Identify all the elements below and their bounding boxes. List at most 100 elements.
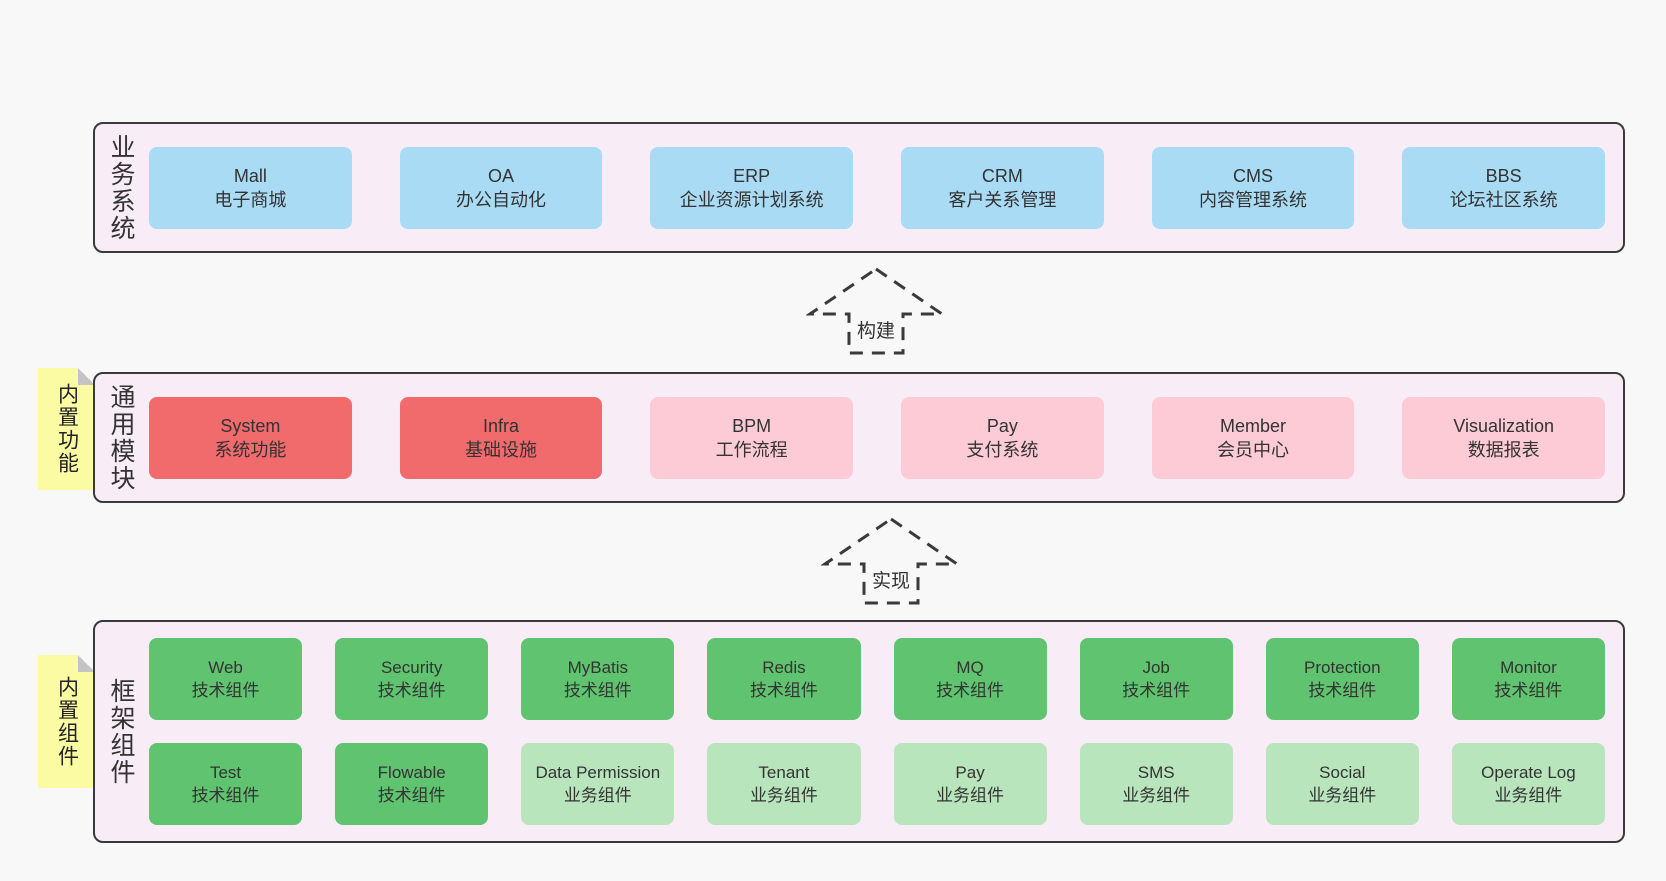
module-name: Tenant (758, 763, 810, 782)
module-subtitle: 业务组件 (1494, 786, 1563, 805)
redis-box: Redis 技术组件 (707, 638, 861, 720)
business-systems-row: Mall 电子商城 OA 办公自动化 ERP 企业资源计划系统 CRM 客户关系… (143, 124, 1623, 251)
module-subtitle: 系统功能 (214, 439, 287, 460)
sticky-note-built-in-functions: 内置功能 (38, 368, 95, 490)
module-name: Security (380, 658, 443, 677)
module-name: Test (209, 763, 242, 782)
module-name: Protection (1304, 658, 1381, 677)
module-subtitle: 论坛社区系统 (1449, 189, 1558, 210)
module-subtitle: 技术组件 (191, 786, 260, 805)
web-box: Web 技术组件 (149, 638, 303, 720)
sticky-note-built-in-components: 内置组件 (38, 655, 95, 788)
sms-box: SMS 业务组件 (1079, 743, 1233, 825)
pay-box: Pay 业务组件 (893, 743, 1047, 825)
module-subtitle: 业务组件 (1308, 786, 1377, 805)
build-arrow-label: 构建 (853, 316, 899, 343)
module-subtitle: 内容管理系统 (1199, 189, 1308, 210)
module-name: SMS (1137, 763, 1175, 782)
social-box: Social 业务组件 (1265, 743, 1419, 825)
biz-components-row: Test 技术组件 Flowable 技术组件 Data Permission … (149, 743, 1605, 825)
module-subtitle: 工作流程 (715, 439, 788, 460)
sticky-note-label: 内置功能 (55, 383, 79, 475)
module-name: Data Permission (535, 763, 661, 782)
band-framework-components: 框架组件 Web 技术组件 Security 技术组件 MyBatis 技术组件… (93, 620, 1625, 843)
module-name: ERP (733, 165, 771, 186)
common-modules-row: System 系统功能 Infra 基础设施 BPM 工作流程 Pay 支付系统… (143, 374, 1623, 501)
module-subtitle: 办公自动化 (456, 189, 546, 210)
security-box: Security 技术组件 (335, 638, 489, 720)
band-modules-label: 通用模块 (107, 383, 135, 492)
module-subtitle: 业务组件 (749, 786, 818, 805)
job-box: Job 技术组件 (1079, 638, 1233, 720)
module-name: Social (1319, 763, 1366, 782)
visualization-box: Visualization 数据报表 (1402, 396, 1606, 479)
module-subtitle: 技术组件 (191, 681, 260, 700)
module-name: BPM (732, 415, 772, 436)
protection-box: Protection 技术组件 (1265, 638, 1419, 720)
band-common-modules: 通用模块 System 系统功能 Infra 基础设施 BPM 工作流程 Pay… (93, 372, 1625, 503)
module-name: Flowable (377, 763, 446, 782)
module-name: MQ (956, 658, 984, 677)
module-subtitle: 企业资源计划系统 (679, 189, 824, 210)
bpm-box: BPM 工作流程 (650, 396, 854, 479)
module-subtitle: 技术组件 (1122, 681, 1191, 700)
module-name: OA (488, 165, 515, 186)
module-subtitle: 客户关系管理 (948, 189, 1057, 210)
band-business-label: 业务系统 (107, 133, 135, 242)
mybatis-box: MyBatis 技术组件 (521, 638, 675, 720)
module-name: MyBatis (567, 658, 629, 677)
module-name: CRM (981, 165, 1023, 186)
module-name: CMS (1233, 165, 1274, 186)
module-subtitle: 支付系统 (966, 439, 1039, 460)
module-subtitle: 技术组件 (377, 681, 446, 700)
module-subtitle: 业务组件 (936, 786, 1005, 805)
module-subtitle: 数据报表 (1467, 439, 1540, 460)
tech-components-row: Web 技术组件 Security 技术组件 MyBatis 技术组件 Redi… (149, 638, 1605, 720)
infra-box: Infra 基础设施 (399, 396, 603, 479)
pay-box: Pay 支付系统 (901, 396, 1104, 479)
module-name: Operate Log (1481, 763, 1576, 782)
operate-log-box: Operate Log 业务组件 (1451, 743, 1605, 825)
bbs-box: BBS 论坛社区系统 (1402, 146, 1606, 229)
module-name: Infra (482, 415, 520, 436)
member-box: Member 会员中心 (1151, 396, 1355, 479)
module-name: Pay (986, 415, 1018, 436)
module-name: Redis (762, 658, 806, 677)
build-arrow-icon: 构建 (806, 266, 946, 356)
erp-box: ERP 企业资源计划系统 (650, 146, 854, 229)
module-subtitle: 技术组件 (936, 681, 1005, 700)
module-name: Job (1142, 658, 1170, 677)
module-subtitle: 基础设施 (465, 439, 537, 460)
module-name: Visualization (1453, 415, 1555, 436)
oa-box: OA 办公自动化 (399, 146, 603, 229)
sticky-note-label: 内置组件 (55, 675, 79, 768)
module-name: Mall (233, 165, 267, 186)
crm-box: CRM 客户关系管理 (901, 146, 1104, 229)
test-box: Test 技术组件 (149, 743, 303, 825)
implement-arrow-icon: 实现 (821, 516, 961, 606)
up-arrow-icon (821, 517, 961, 605)
cms-box: CMS 内容管理系统 (1151, 146, 1355, 229)
module-subtitle: 技术组件 (1308, 681, 1377, 700)
module-subtitle: 电子商城 (214, 189, 287, 210)
tenant-box: Tenant 业务组件 (707, 743, 861, 825)
module-subtitle: 业务组件 (563, 786, 632, 805)
module-subtitle: 技术组件 (749, 681, 818, 700)
implement-arrow-label: 实现 (868, 566, 914, 593)
module-subtitle: 技术组件 (563, 681, 632, 700)
system-box: System 系统功能 (149, 396, 352, 479)
band-business-systems: 业务系统 Mall 电子商城 OA 办公自动化 ERP 企业资源计划系统 CRM… (93, 122, 1625, 253)
module-name: System (220, 415, 281, 436)
module-subtitle: 技术组件 (1494, 681, 1563, 700)
monitor-box: Monitor 技术组件 (1451, 638, 1605, 720)
flowable-box: Flowable 技术组件 (335, 743, 489, 825)
module-name: Web (208, 658, 243, 677)
framework-components-rows: Web 技术组件 Security 技术组件 MyBatis 技术组件 Redi… (143, 622, 1623, 841)
module-name: BBS (1485, 165, 1522, 186)
module-subtitle: 业务组件 (1122, 786, 1191, 805)
module-subtitle: 会员中心 (1217, 439, 1290, 460)
mq-box: MQ 技术组件 (893, 638, 1047, 720)
module-name: Pay (955, 763, 985, 782)
module-subtitle: 技术组件 (377, 786, 446, 805)
module-name: Member (1220, 415, 1287, 436)
